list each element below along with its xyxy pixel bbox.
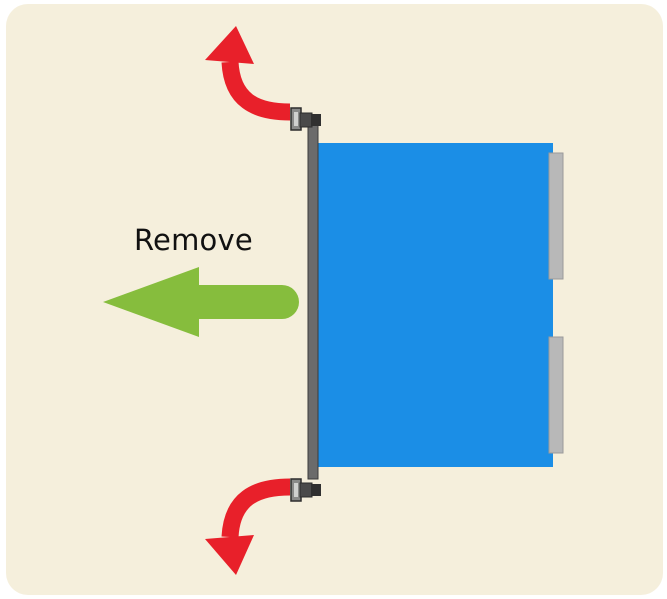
curved-arrow-down-icon [205,478,291,575]
arrow-left-icon [103,267,299,337]
remove-label: Remove [134,223,253,257]
bottom-ejector-latch [290,478,321,502]
edge-connector-bottom [548,336,564,454]
circuit-board [316,143,553,467]
edge-connector-top [548,152,564,280]
faceplate [307,120,319,480]
curved-arrow-up-icon [205,26,291,121]
top-ejector-latch [290,107,321,131]
